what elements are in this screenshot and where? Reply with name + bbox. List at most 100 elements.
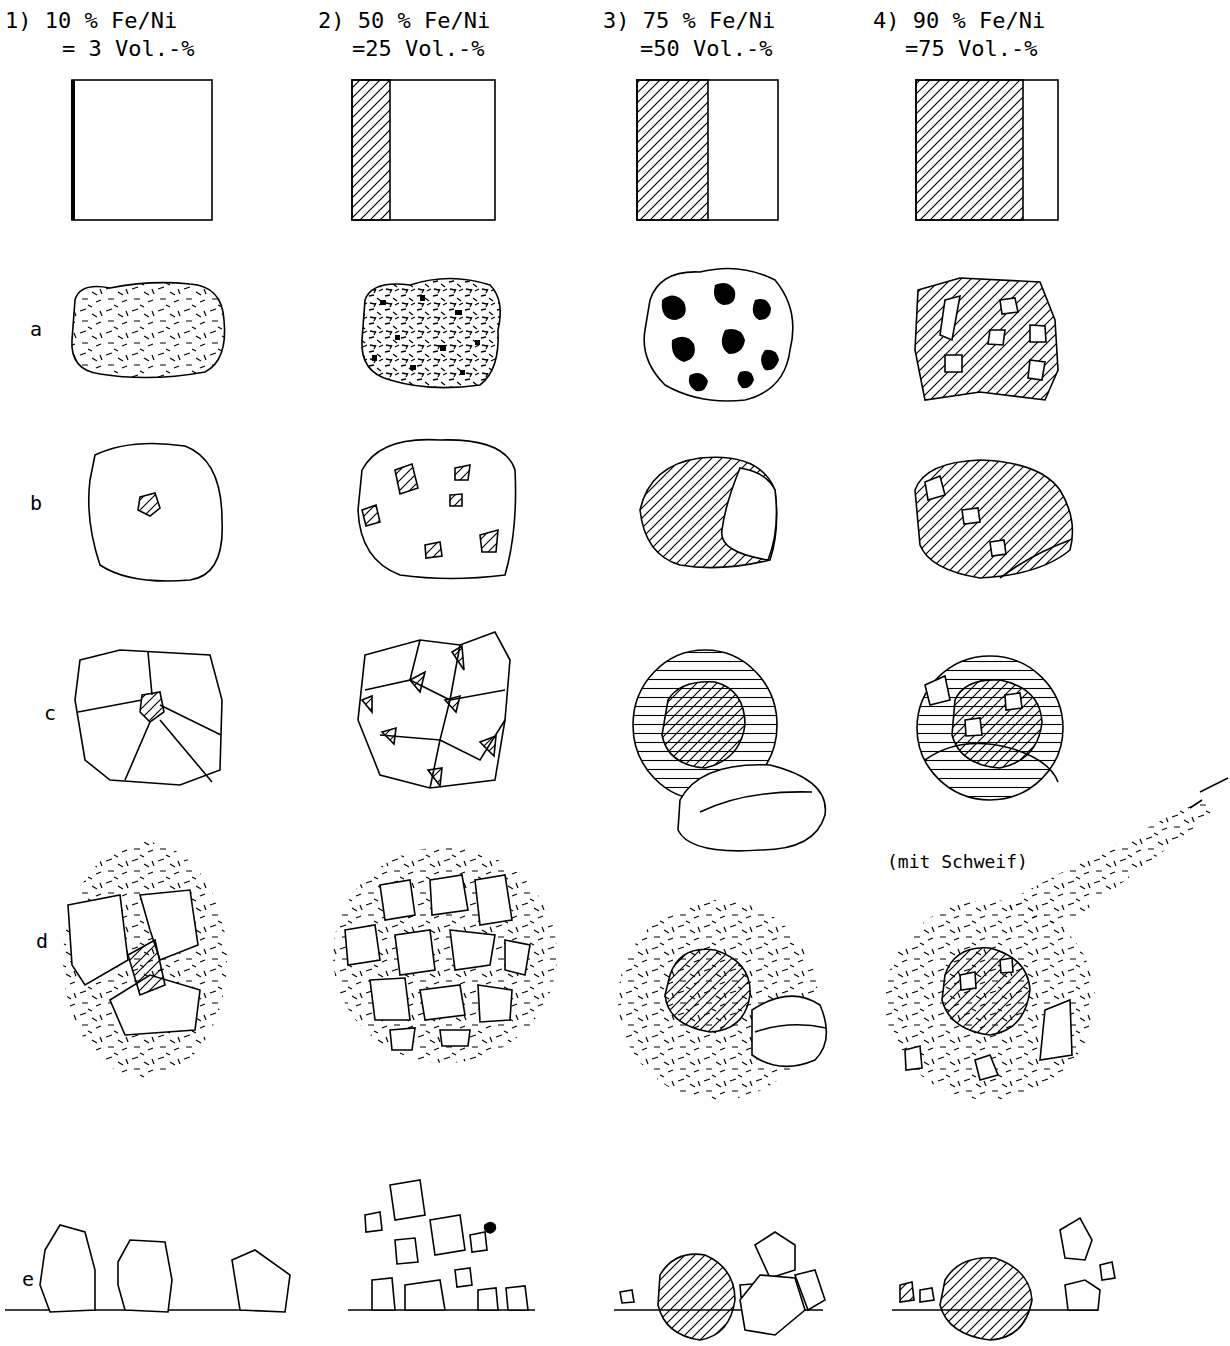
drawing-path [1005, 693, 1022, 710]
drawing-ellipse [885, 900, 1095, 1100]
column-heading: =25 Vol.-% [352, 36, 484, 61]
drawing-path [40, 1225, 95, 1312]
drawing-path [485, 1223, 496, 1234]
drawing-path [722, 468, 777, 560]
drawing-path [478, 985, 512, 1022]
drawing-path [475, 875, 512, 925]
drawing-path [940, 296, 960, 340]
drawing-path [505, 940, 530, 975]
drawing-g [925, 476, 1006, 556]
drawing-path [232, 1250, 290, 1312]
drawing-path [752, 996, 826, 1066]
drawing-path [420, 985, 465, 1020]
drawing-path [365, 1212, 382, 1232]
column-heading: 4) 90 % Fe/Ni [873, 8, 1045, 33]
drawing-path [1065, 1280, 1100, 1310]
drawing-path [1060, 1218, 1092, 1260]
row-letter: b [30, 492, 42, 515]
drawing-path [689, 373, 708, 391]
drawing-path [1000, 800, 1215, 930]
drawing-path [644, 268, 793, 401]
drawing-rect [916, 80, 1058, 220]
drawing-path [1000, 958, 1013, 973]
drawing-path [662, 682, 745, 768]
drawing-path [395, 1238, 418, 1264]
drawing-path [78, 652, 221, 782]
drawing-path [470, 1232, 487, 1252]
drawing-rect [380, 300, 386, 305]
drawing-path [620, 1290, 634, 1303]
drawing-rect [916, 80, 1023, 220]
drawing-path [89, 443, 222, 581]
drawing-ellipse [63, 842, 227, 1078]
drawing-g [63, 800, 1215, 1100]
drawing-path [988, 330, 1005, 345]
drawing-path [118, 1240, 172, 1312]
drawing-rect [352, 80, 495, 220]
drawing-path [455, 465, 470, 480]
drawing-path [138, 493, 160, 516]
row-letter: a [30, 318, 42, 341]
drawing-path [755, 1232, 795, 1278]
drawing-path [925, 744, 1058, 782]
drawing-path [480, 530, 498, 552]
drawing-rect [372, 355, 377, 361]
drawing-rect [637, 80, 708, 220]
column-heading: =50 Vol.-% [640, 36, 772, 61]
drawing-path [430, 1215, 465, 1255]
drawing-path [942, 948, 1030, 1035]
drawing-path [440, 1030, 470, 1046]
drawing-path [755, 1025, 826, 1032]
drawing-path [362, 505, 380, 526]
drawing-line [71, 80, 75, 220]
drawing-path [925, 476, 945, 500]
drawing-path [722, 329, 745, 354]
drawing-g [345, 875, 530, 1050]
drawing-path [761, 350, 779, 371]
drawing-path [365, 640, 505, 788]
drawing-path [128, 940, 165, 995]
drawing-path [665, 949, 750, 1032]
note-label: (mit Schweif) [884, 852, 1031, 873]
drawing-path [68, 895, 128, 985]
drawing-path [714, 283, 735, 305]
row-letter: c [44, 702, 56, 725]
drawing-rect [420, 295, 425, 301]
drawing-path [358, 440, 516, 579]
drawing-path [975, 1055, 998, 1080]
drawing-rect [440, 345, 446, 351]
row-letter: d [36, 930, 48, 953]
drawing-rect [352, 80, 390, 220]
drawing-path [965, 718, 982, 736]
drawing-path [478, 1288, 498, 1310]
column-heading: 1) 10 % Fe/Ni [5, 8, 177, 33]
column-heading: 3) 75 % Fe/Ni [603, 8, 775, 33]
column-heading: 2) 50 % Fe/Ni [318, 8, 490, 33]
drawing-path [455, 1268, 472, 1287]
drawing-path [1100, 1262, 1115, 1280]
drawing-path [753, 299, 771, 320]
drawing-rect [475, 340, 480, 345]
drawing-path [700, 792, 812, 812]
drawing-path [915, 278, 1058, 400]
drawing-rect [395, 335, 400, 340]
drawing-path [380, 880, 415, 920]
drawing-g [662, 283, 779, 391]
drawing-path [1000, 298, 1018, 314]
drawing-path [940, 1258, 1032, 1340]
drawing-g [940, 296, 1046, 380]
drawing-g [372, 295, 480, 375]
drawing-path [345, 925, 380, 965]
drawing-path [737, 371, 754, 388]
drawing-path [405, 1280, 445, 1310]
drawing-ellipse [917, 656, 1063, 800]
drawing-path [395, 930, 435, 975]
drawing-path [445, 696, 460, 712]
drawing-path [390, 1180, 425, 1220]
drawing-ellipse [333, 847, 557, 1063]
drawing-rect [72, 80, 212, 220]
drawing-path [795, 1270, 825, 1310]
column-heading: = 3 Vol.-% [62, 36, 194, 61]
